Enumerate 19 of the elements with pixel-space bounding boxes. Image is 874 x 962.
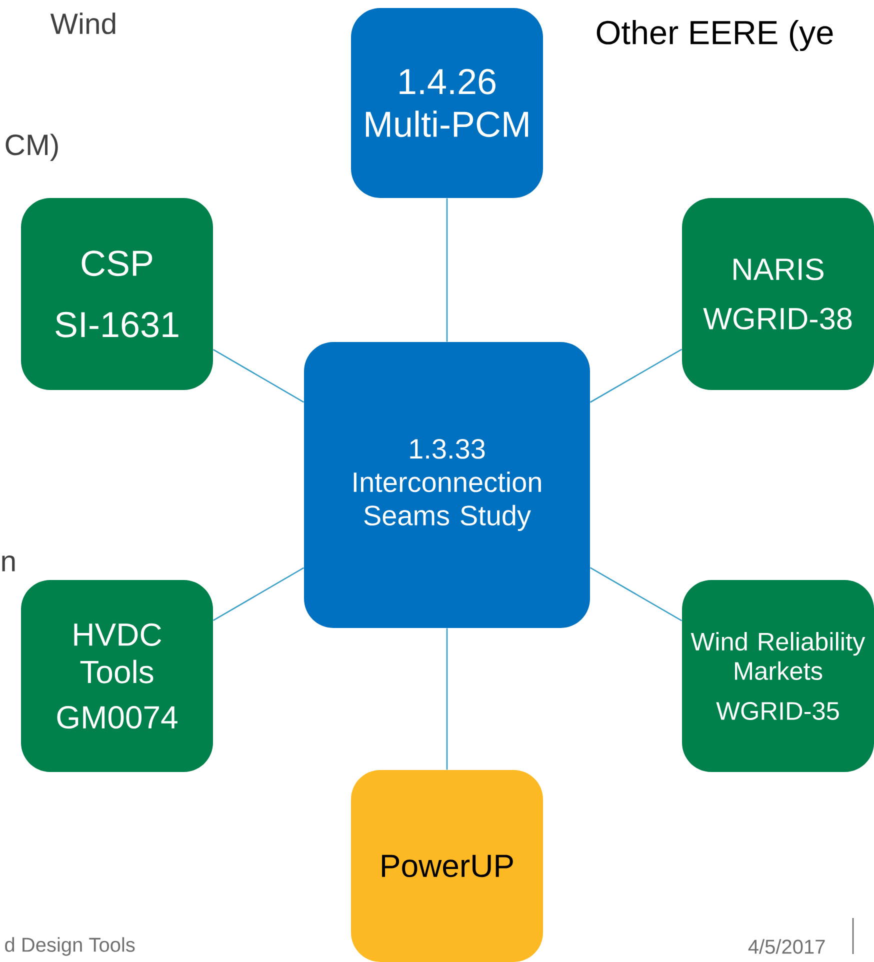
project-box: HVDC Tools GM0074: [21, 580, 213, 772]
slide-text: Other EERE (ye: [596, 20, 833, 52]
project-box: PowerUP: [351, 770, 543, 962]
slide-text: CM): [6, 134, 58, 162]
slide-text: n: [2, 556, 15, 572]
connector-line: [590, 567, 682, 622]
project-box: 1.4.26 Multi-PCM: [351, 8, 543, 198]
project-box: NARIS WGRID-38: [682, 198, 874, 390]
slide-text: d Design Tools: [5, 937, 135, 956]
connector-line: [590, 348, 682, 403]
connector-line: [212, 567, 304, 622]
slide-text: 4/5/2017: [748, 939, 825, 954]
project-box: CSP SI-1631: [21, 198, 213, 390]
connector-line: [446, 628, 448, 770]
project-box: Wind Reliability Markets WGRID-35: [682, 580, 874, 772]
connector-line: [212, 348, 304, 403]
connector-line: [446, 198, 448, 342]
slide-text: Wind: [50, 12, 116, 34]
hub-box: 1.3.33 Interconnection Seams Study: [304, 342, 590, 628]
